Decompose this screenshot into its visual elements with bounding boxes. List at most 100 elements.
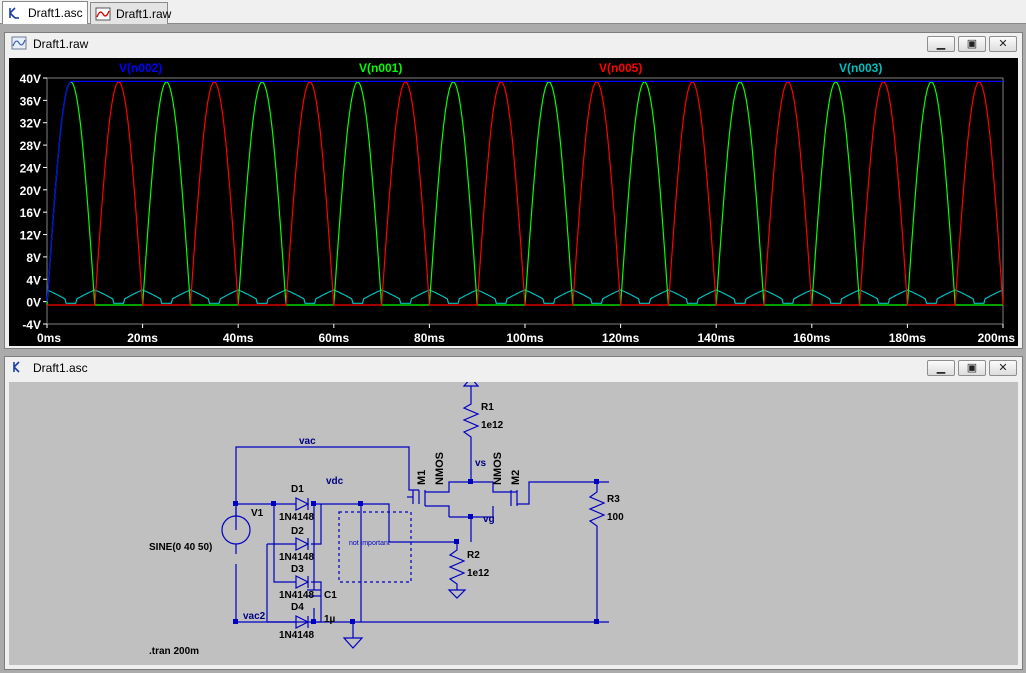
waveform-window-titlebar: Draft1.raw (5, 33, 1022, 55)
ground-symbol (342, 637, 364, 649)
not-important-box (338, 511, 412, 583)
net-label-vac2: vac2 (243, 611, 266, 622)
m1-drain (425, 481, 471, 493)
d3-ref: D3 (291, 564, 304, 575)
wire-d3-k (311, 581, 322, 622)
r3-body (588, 482, 606, 622)
r2-ground (447, 589, 467, 599)
tab-label: Draft1.asc (28, 6, 83, 20)
r2-body (448, 542, 466, 590)
net-label-vdc: vdc (326, 476, 344, 487)
minimize-button[interactable]: ▁ (927, 360, 955, 376)
legend-label: V(n002) (119, 61, 162, 75)
schematic-drawing[interactable]: vac vdc vac2 vs vg V1 SINE(0 40 50) D1 1… (9, 382, 1018, 665)
x-tick-label: 120ms (602, 331, 640, 345)
d4-ref: D4 (291, 602, 304, 613)
net-label-vs: vs (475, 458, 487, 469)
x-tick-label: 160ms (793, 331, 831, 345)
c1-plates (307, 589, 321, 597)
restore-icon: ▣ (966, 361, 978, 374)
y-tick-label: 16V (20, 206, 41, 220)
minimize-icon: ▁ (936, 37, 946, 50)
y-tick-label: 12V (20, 229, 41, 243)
schematic-window: Draft1.asc ▁ ▣ ✕ (4, 356, 1023, 670)
schematic-canvas[interactable]: vac vdc vac2 vs vg V1 SINE(0 40 50) D1 1… (9, 382, 1018, 665)
d2-ref: D2 (291, 526, 304, 537)
plot-frame (46, 77, 1004, 325)
wire-d3-anode (273, 504, 296, 583)
schematic-window-titlebar: Draft1.asc (5, 357, 1022, 379)
x-tick-label: 40ms (223, 331, 254, 345)
r2-ref: R2 (467, 550, 480, 561)
v1-ref: V1 (251, 508, 264, 519)
d2-symbol (295, 537, 310, 551)
y-tick-label: 8V (26, 251, 41, 265)
d1-value: 1N4148 (279, 512, 314, 523)
window-title: Draft1.raw (33, 37, 89, 51)
close-icon: ✕ (998, 37, 1008, 50)
wire-vac (235, 446, 419, 530)
close-icon: ✕ (998, 361, 1008, 374)
close-button[interactable]: ✕ (989, 360, 1017, 376)
r3-value: 100 (607, 512, 624, 523)
spice-directive: .tran 200m (149, 646, 199, 657)
x-tick-label: 140ms (698, 331, 736, 345)
v1-value: SINE(0 40 50) (149, 542, 212, 553)
minimize-button[interactable]: ▁ (927, 36, 955, 52)
series-line (46, 289, 1004, 304)
schematic-icon (11, 359, 27, 378)
r1-ref: R1 (481, 402, 494, 413)
d2-value: 1N4148 (279, 552, 314, 563)
y-tick-label: 4V (26, 273, 41, 287)
series-line (47, 81, 1004, 306)
x-tick-label: 0ms (37, 331, 61, 345)
waveform-icon (11, 36, 27, 53)
tab-draft1-raw[interactable]: Draft1.raw (90, 2, 171, 24)
d1-ref: D1 (291, 484, 304, 495)
r3-ref: R3 (607, 494, 620, 505)
m1-source (425, 505, 450, 517)
x-tick-label: 60ms (318, 331, 349, 345)
x-tick-label: 20ms (127, 331, 158, 345)
y-tick-label: 36V (20, 94, 41, 108)
x-tick-label: 100ms (506, 331, 544, 345)
y-tick-label: 32V (20, 117, 41, 131)
d3-value: 1N4148 (279, 590, 314, 601)
d4-symbol (295, 615, 310, 629)
c1-value: 1µ (324, 614, 336, 625)
legend-label: V(n001) (359, 61, 402, 75)
m2-ref: M2 (510, 470, 522, 485)
waveform-icon (95, 6, 111, 22)
schematic-icon (7, 5, 23, 21)
wire-d2-k (311, 504, 322, 545)
y-tick-label: 28V (20, 139, 41, 153)
c1-ref: C1 (324, 590, 337, 601)
legend-label: V(n005) (599, 61, 642, 75)
y-tick-label: 24V (20, 161, 41, 175)
net-label-vac: vac (299, 436, 316, 447)
close-button[interactable]: ✕ (989, 36, 1017, 52)
m2-source (471, 481, 517, 493)
m1-ref: M1 (416, 470, 428, 485)
m2-model: NMOS (492, 452, 504, 485)
r1-supply (462, 382, 480, 387)
restore-button[interactable]: ▣ (958, 360, 986, 376)
x-tick-label: 180ms (889, 331, 927, 345)
legend-label: V(n003) (839, 61, 882, 75)
minimize-icon: ▁ (936, 361, 946, 374)
series-line (46, 81, 1003, 306)
tab-draft1-asc[interactable]: Draft1.asc (2, 1, 88, 24)
restore-button[interactable]: ▣ (958, 36, 986, 52)
d4-value: 1N4148 (279, 630, 314, 641)
r1-body (462, 398, 480, 454)
net-label-vg: vg (483, 514, 495, 525)
wire-box-right (361, 503, 454, 543)
wire-vg (449, 516, 472, 542)
y-tick-label: 20V (20, 184, 41, 198)
r1-value: 1e12 (481, 420, 504, 431)
box-label: not important (349, 540, 390, 547)
y-tick-label: -4V (22, 318, 41, 332)
